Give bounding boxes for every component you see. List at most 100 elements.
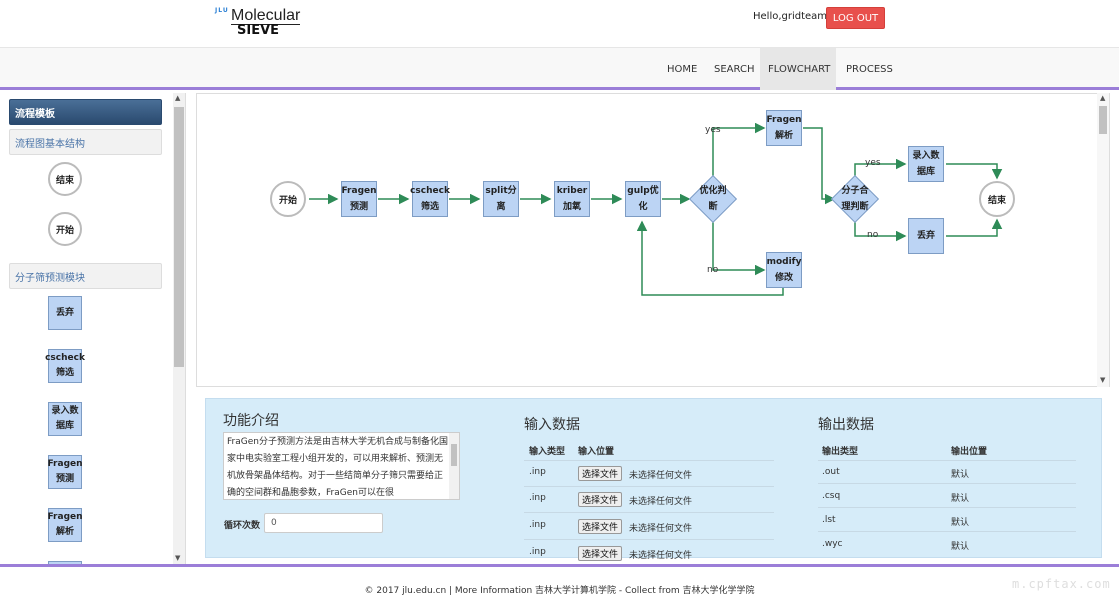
input-type: .inp	[529, 493, 546, 503]
choose-file-button[interactable]: 选择文件	[578, 492, 623, 507]
site-logo[interactable]: JLU Molecular SIEVE	[213, 7, 313, 41]
node-cscheck[interactable]: cscheck 筛选	[410, 181, 450, 217]
arrow-yes-fragen	[712, 122, 766, 176]
node-fragen-parse[interactable]: Fragen 解析	[766, 110, 802, 146]
diamond-text: 分子合 理判断	[832, 176, 878, 222]
flowchart-canvas[interactable]: 开始 Fragen 预测 cscheck 筛选 split分 离 kriber …	[196, 93, 1110, 387]
choose-file-button[interactable]: 选择文件	[578, 466, 623, 481]
node-kriber[interactable]: kriber 加氧	[554, 181, 590, 217]
palette-next[interactable]	[48, 561, 82, 565]
function-description[interactable]: FraGen分子预测方法是由吉林大学无机合成与制备化国家中电实验室工程小组开发的…	[223, 432, 460, 500]
scroll-up-icon[interactable]: ▲	[1100, 94, 1106, 102]
palette-start-node[interactable]: 开始	[48, 212, 82, 246]
input-type-header: 输入类型	[529, 447, 566, 457]
node-split[interactable]: split分 离	[483, 181, 519, 217]
palette-discard[interactable]: 丢弃	[48, 296, 82, 330]
node-label: 筛选	[420, 202, 439, 212]
file-status: 未选择任何文件	[629, 497, 693, 507]
scroll-up-icon[interactable]: ▲	[175, 94, 181, 102]
node-start[interactable]: 开始	[270, 181, 306, 217]
edge-label-yes: yes	[865, 158, 881, 168]
choose-file-button[interactable]: 选择文件	[578, 546, 623, 561]
arrow-no-modify	[712, 222, 766, 276]
node-optimize-decision[interactable]: 优化判 断	[688, 174, 738, 224]
node-label: 解析	[774, 131, 793, 141]
node-discard[interactable]: 丢弃	[908, 218, 944, 254]
arrow-yes-db	[854, 158, 907, 176]
logout-button[interactable]: LOG OUT	[826, 7, 885, 29]
output-location: 默认	[951, 542, 970, 552]
node-gulp[interactable]: gulp优 化	[625, 181, 661, 217]
sidebar-section-templates[interactable]: 流程模板	[9, 99, 162, 125]
node-label: 修改	[774, 273, 793, 283]
nav-flowchart[interactable]: FLOWCHART	[760, 48, 836, 90]
sidebar-scrollbar[interactable]: ▲ ▼	[173, 93, 185, 565]
loop-count-label: 循环次数	[224, 521, 261, 531]
node-label: 丢弃	[916, 231, 935, 241]
node-modify[interactable]: modify 修改	[766, 252, 802, 288]
node-molecule-decision[interactable]: 分子合 理判断	[830, 174, 880, 224]
table-divider	[818, 531, 1076, 532]
output-location: 默认	[951, 494, 970, 504]
palette-label: 丢弃	[55, 307, 74, 318]
sidebar-section-modules[interactable]: 分子筛预测模块	[9, 263, 162, 289]
sidebar-scroll-thumb[interactable]	[174, 107, 184, 367]
input-type: .inp	[529, 547, 546, 557]
output-data-title: 输出数据	[818, 417, 874, 433]
module-sidebar: 流程模板 流程图基本结构 结束 开始 分子筛预测模块 丢弃 cscheck 筛选…	[0, 93, 186, 565]
description-scrollbar[interactable]	[449, 433, 459, 499]
top-header: JLU Molecular SIEVE Hello,gridteam LOG O…	[0, 0, 1119, 48]
palette-fragen-parse[interactable]: Fragen 解析	[47, 508, 83, 542]
greeting: Hello,gridteam	[753, 11, 828, 22]
output-type: .csq	[822, 491, 841, 501]
node-end[interactable]: 结束	[979, 181, 1015, 217]
palette-end-node[interactable]: 结束	[48, 162, 82, 196]
input-type: .inp	[529, 520, 546, 530]
table-divider	[524, 486, 774, 487]
table-divider	[818, 483, 1076, 484]
nav-home[interactable]: HOME	[667, 63, 698, 75]
canvas-scrollbar[interactable]: ▲ ▼	[1097, 93, 1109, 387]
logo-tiny: JLU	[215, 7, 229, 14]
output-type: .wyc	[822, 539, 843, 549]
node-label: 断	[708, 202, 718, 212]
output-location: 默认	[951, 518, 970, 528]
loop-count-input[interactable]: 0	[264, 513, 383, 533]
table-divider	[524, 539, 774, 540]
nav-search[interactable]: SEARCH	[714, 63, 755, 75]
node-label: 理判断	[841, 202, 869, 212]
diamond-text: 优化判 断	[690, 176, 736, 222]
logo-title: Molecular	[231, 7, 301, 25]
palette-fragen-predict[interactable]: Fragen 预测	[47, 455, 83, 489]
input-location-header: 输入位置	[578, 447, 615, 457]
node-label: 加氧	[562, 202, 581, 212]
scroll-down-icon[interactable]: ▼	[1100, 376, 1106, 384]
file-status: 未选择任何文件	[629, 551, 693, 561]
palette-label: 解析	[55, 527, 74, 537]
node-fragen-predict[interactable]: Fragen 预测	[341, 181, 377, 217]
node-label: 离	[496, 202, 506, 212]
description-scroll-thumb[interactable]	[451, 444, 457, 466]
node-label: 预测	[349, 202, 368, 212]
node-label: 分子合	[841, 186, 869, 196]
palette-label: Fragen	[47, 459, 83, 469]
table-divider	[524, 512, 774, 513]
table-divider	[818, 507, 1076, 508]
scroll-down-icon[interactable]: ▼	[175, 554, 181, 562]
nav-process[interactable]: PROCESS	[846, 63, 893, 75]
choose-file-button[interactable]: 选择文件	[578, 519, 623, 534]
arrow-discard-end	[946, 218, 1003, 237]
function-title: 功能介绍	[223, 413, 279, 429]
node-label: Fragen	[341, 186, 377, 196]
node-database[interactable]: 录入数 据库	[908, 146, 944, 182]
node-label: split分	[485, 186, 517, 196]
palette-label: Fragen	[47, 512, 83, 522]
arrow-no-discard	[854, 222, 907, 242]
canvas-scroll-thumb[interactable]	[1099, 106, 1107, 134]
table-divider	[524, 460, 774, 461]
node-label: modify	[766, 257, 802, 267]
sidebar-section-basic[interactable]: 流程图基本结构	[9, 129, 162, 155]
palette-cscheck[interactable]: cscheck 筛选	[45, 349, 85, 383]
palette-label: 据库	[55, 421, 74, 431]
palette-database[interactable]: 录入数 据库	[48, 402, 82, 436]
